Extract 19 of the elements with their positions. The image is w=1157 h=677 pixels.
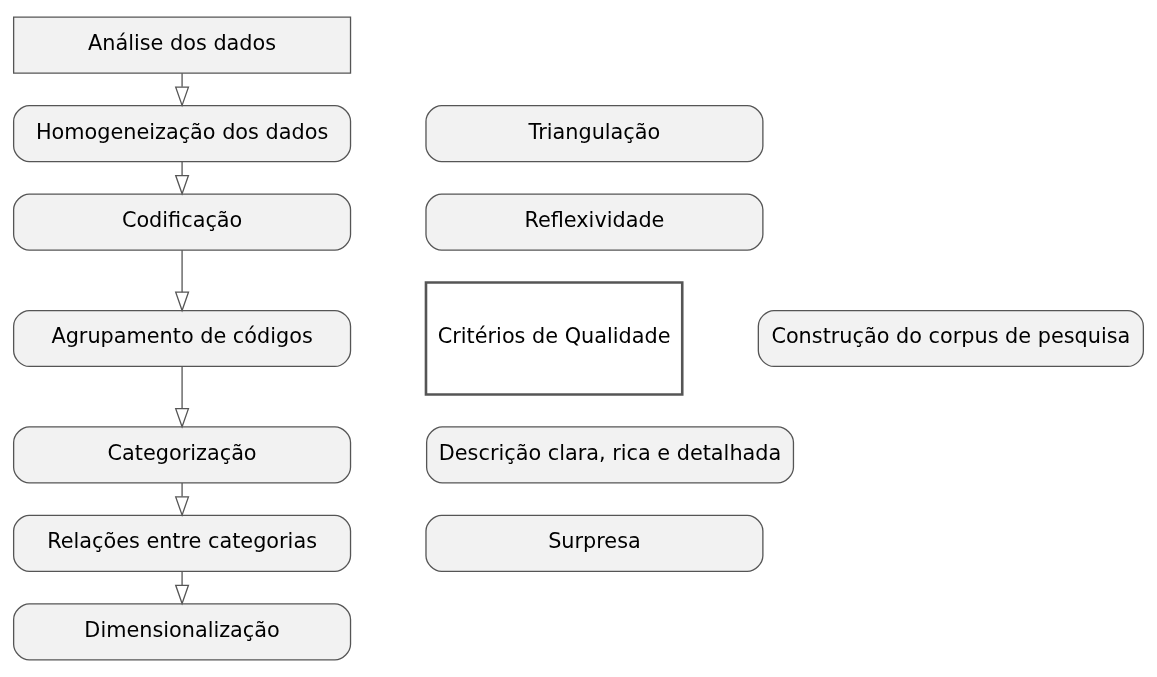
node-box: Reflexividade	[425, 193, 764, 251]
node-box: Codificação	[13, 193, 352, 251]
node-box: Descrição clara, rica e detalhada	[426, 426, 795, 484]
arrow	[174, 482, 190, 518]
arrow	[174, 72, 190, 108]
node-box: Triangulação	[425, 105, 764, 163]
node-box: Relações entre categorias	[13, 514, 352, 572]
node-box: Homogeneização dos dados	[13, 105, 352, 163]
node-box: Construção do corpus de pesquisa	[757, 309, 1144, 368]
arrow	[174, 570, 190, 606]
node-box: Surpresa	[425, 514, 764, 572]
node-box: Critérios de Qualidade	[424, 281, 684, 396]
node-box: Dimensionalização	[13, 603, 352, 661]
node-box: Categorização	[13, 426, 352, 484]
arrow	[174, 160, 190, 196]
arrow	[174, 249, 190, 313]
node-box: Análise dos dados	[13, 16, 352, 74]
node-box: Agrupamento de códigos	[13, 309, 352, 368]
arrow	[174, 366, 190, 429]
